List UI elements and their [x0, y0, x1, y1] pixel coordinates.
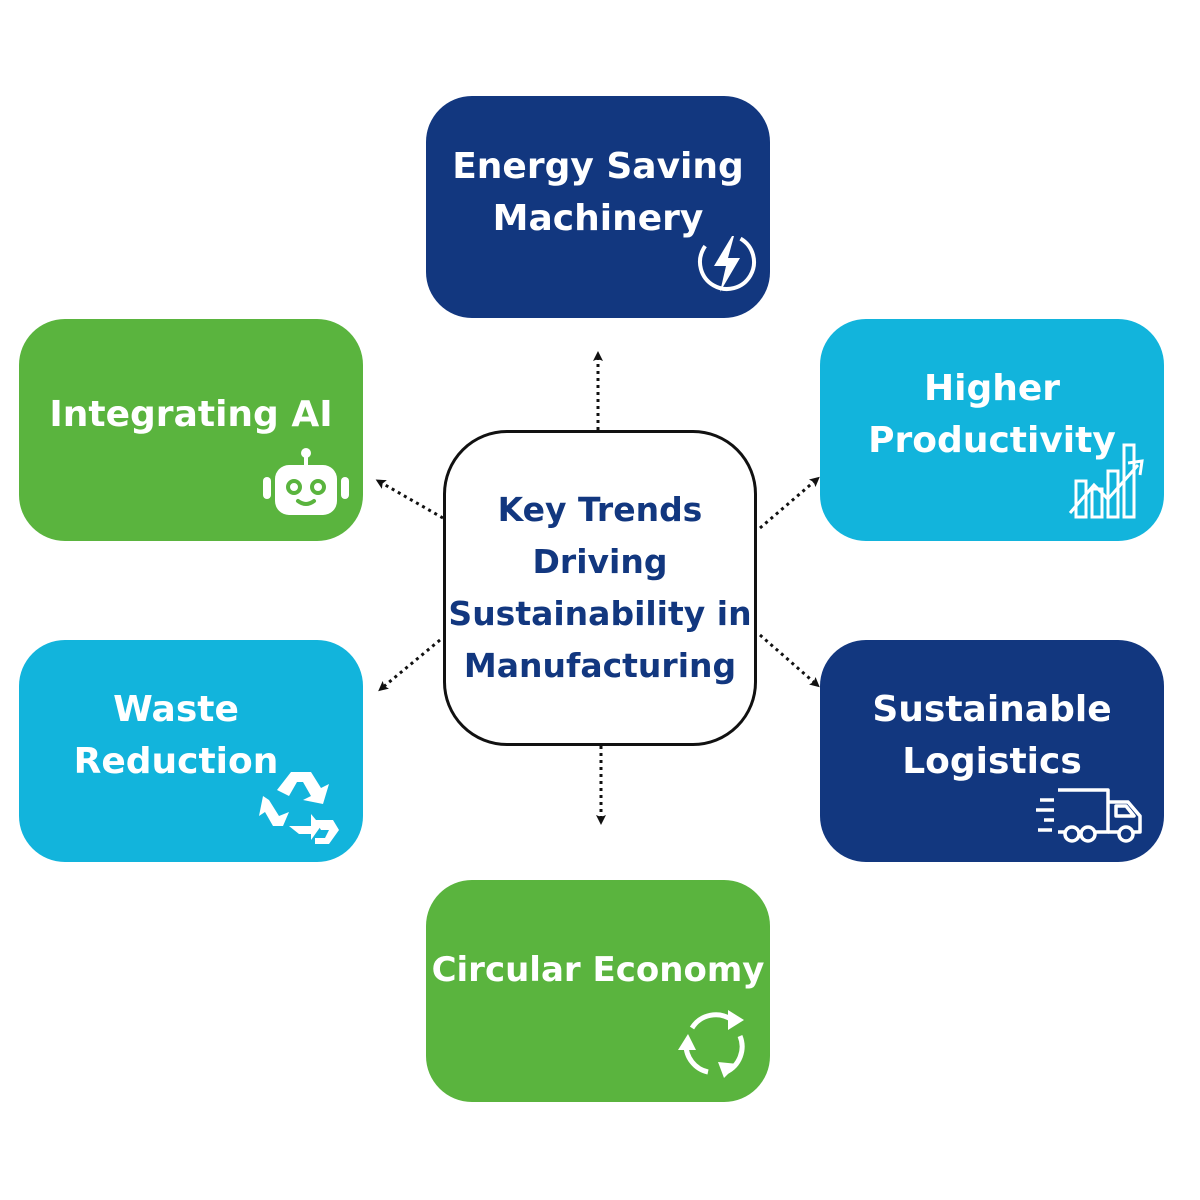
trend-label-ai: Integrating AI — [49, 394, 333, 435]
center-title: Key Trends Driving Sustainability in Man… — [448, 490, 752, 685]
trend-box-circular: Circular Economy — [426, 880, 770, 1102]
robot-icon — [263, 448, 349, 515]
trend-box-productivity: Higher Productivity — [820, 319, 1164, 541]
center-topic-box: Key Trends Driving Sustainability in Man… — [443, 430, 757, 746]
recycle-icon — [259, 772, 339, 844]
trend-label-logistics: Sustainable Logistics — [872, 689, 1112, 782]
delivery-truck-icon — [1036, 788, 1142, 843]
growth-chart-icon — [1068, 443, 1144, 519]
trend-box-ai: Integrating AI — [19, 319, 363, 541]
trend-label-energy: Energy Saving Machinery — [452, 146, 744, 239]
trend-box-energy: Energy Saving Machinery — [426, 96, 770, 318]
arrow-to-ai — [375, 479, 444, 520]
trend-label-circular: Circular Economy — [431, 950, 765, 990]
arrow-to-logistics — [759, 633, 820, 688]
lightning-icon — [698, 233, 756, 292]
arrow-to-waste — [378, 638, 441, 692]
trend-label-productivity: Higher Productivity — [868, 368, 1116, 461]
trend-box-waste: Waste Reduction — [19, 640, 363, 862]
arrow-to-productivity — [759, 476, 820, 530]
trend-box-logistics: Sustainable Logistics — [820, 640, 1164, 862]
trend-label-waste: Waste Reduction — [73, 689, 279, 782]
circular-arrows-icon — [678, 1010, 745, 1078]
